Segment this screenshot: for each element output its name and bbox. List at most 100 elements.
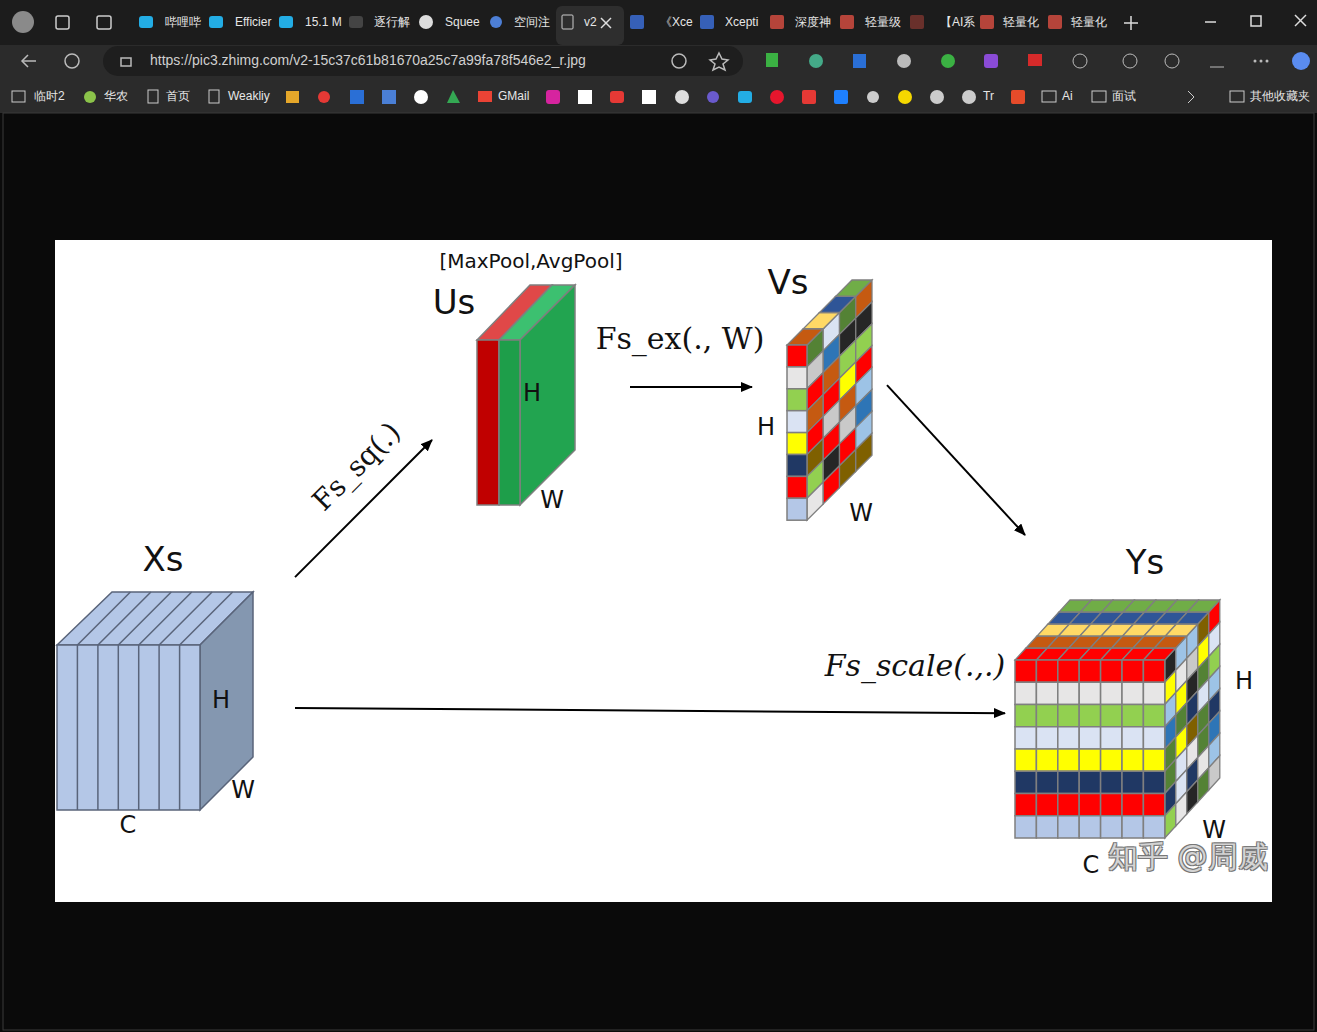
watermark: 知乎 @周威 <box>1108 840 1268 873</box>
tensor-block: [MaxPool,AvgPool]UsHW <box>432 245 630 520</box>
cube-cell <box>1176 792 1187 826</box>
cube-cell <box>1143 660 1164 682</box>
dimension-label: C <box>1083 852 1100 878</box>
cube-cell <box>787 455 807 477</box>
cube-cell <box>787 433 807 455</box>
function-label: Fs_scale(.,.) <box>825 649 1006 682</box>
dimension-label: [MaxPool,AvgPool] <box>439 250 622 272</box>
cube-cell <box>787 411 807 433</box>
cube-cell <box>1058 682 1079 704</box>
tensor-name: Ys <box>1126 544 1164 581</box>
vs-cube <box>787 280 872 520</box>
cube-cell <box>1036 682 1057 704</box>
cube-cell <box>836 280 872 296</box>
bookmark-name: 首页 <box>166 90 190 103</box>
cube-cell <box>1079 682 1100 704</box>
dimension-label: H <box>523 380 541 406</box>
tab-title: 逐行解 <box>374 16 410 29</box>
cube-cell <box>807 482 823 520</box>
dimension-label: C <box>120 812 137 838</box>
cube-cell <box>1176 612 1208 624</box>
cube-cell <box>1058 771 1079 793</box>
cube-cell <box>1165 804 1176 838</box>
cube-cell <box>1143 749 1164 771</box>
tab-title: 15.1 M <box>305 16 342 29</box>
tab-title: v2 <box>584 16 597 29</box>
cube-cell <box>1015 816 1036 838</box>
tensor-block: VsHW <box>752 255 887 530</box>
workspace-icon <box>56 16 69 29</box>
cube-cell <box>1015 727 1036 749</box>
function-label: Fs_sq(.) <box>307 417 407 517</box>
tab-title: 轻量化 <box>1071 16 1107 29</box>
cube-cell <box>1079 749 1100 771</box>
cube-cell <box>1015 682 1036 704</box>
bookmark-name: Tr <box>983 90 994 103</box>
cube-cell <box>1122 816 1143 838</box>
flow-arrow <box>630 386 752 388</box>
cube-cell <box>1122 682 1143 704</box>
cube-cell <box>1143 727 1164 749</box>
cube-cell <box>1101 705 1122 727</box>
cube-cell <box>1058 816 1079 838</box>
cube-cell <box>787 389 807 411</box>
cube-cell <box>1143 648 1175 660</box>
bookmark-name: GMail <box>498 90 529 103</box>
cube-cell <box>1143 682 1164 704</box>
cube-cell <box>1015 660 1036 682</box>
tensor-block: YsHWC <box>1005 535 1265 885</box>
us-slabs <box>477 285 575 505</box>
cube-cell <box>1122 771 1143 793</box>
cube-cell <box>1058 705 1079 727</box>
cube-cell <box>1101 660 1122 682</box>
cube-cell <box>1015 771 1036 793</box>
tab-title: 轻量级 <box>865 16 901 29</box>
cube-cell <box>1143 705 1164 727</box>
cube-cell <box>1101 682 1122 704</box>
cube-cell <box>1015 705 1036 727</box>
flow-arrow <box>295 708 1005 713</box>
bookmark-name: Ai <box>1062 90 1073 103</box>
cube-cell <box>1122 794 1143 816</box>
cube-cell <box>1079 727 1100 749</box>
bookmark-name: 其他收藏夹 <box>1250 90 1310 103</box>
cube-cell <box>1143 794 1164 816</box>
cube-cell <box>787 329 823 345</box>
tab-title: Xcepti <box>725 16 758 29</box>
extension-icons <box>766 52 1310 70</box>
bookmark-icons <box>12 90 1244 104</box>
cube-cell <box>1036 771 1057 793</box>
cube-cell <box>840 450 856 488</box>
tab-title: 《Xce <box>660 16 693 29</box>
dimension-label: W <box>231 777 255 803</box>
cube-cell <box>1101 727 1122 749</box>
cube-cell <box>1101 771 1122 793</box>
dimension-label: W <box>540 487 564 513</box>
cube-cell <box>1058 727 1079 749</box>
function-label: Fs_ex(., W) <box>596 322 765 355</box>
tab-title: 【AI系 <box>940 16 975 29</box>
cube-cell <box>1036 816 1057 838</box>
bookmark-name: 面试 <box>1112 90 1136 103</box>
cube-cell <box>1036 794 1057 816</box>
active-tab <box>556 6 624 45</box>
tab-title: Squee <box>445 16 480 29</box>
cube-cell <box>1187 780 1198 814</box>
cube-cell <box>1015 794 1036 816</box>
cube-cell <box>1058 660 1079 682</box>
tab-title: Efficier <box>235 16 271 29</box>
cube-cell <box>823 466 839 504</box>
cube-cell <box>787 367 807 389</box>
tab-actions-icon <box>97 16 111 29</box>
bookmark-name: Weakliy <box>228 90 270 103</box>
dimension-label: H <box>212 687 230 713</box>
cube-cell <box>1122 705 1143 727</box>
cube-cell <box>1122 749 1143 771</box>
address-url: https://pic3.zhimg.com/v2-15c37c61b81670… <box>150 53 586 68</box>
window-controls <box>601 15 1306 30</box>
cube-cell <box>1101 816 1122 838</box>
